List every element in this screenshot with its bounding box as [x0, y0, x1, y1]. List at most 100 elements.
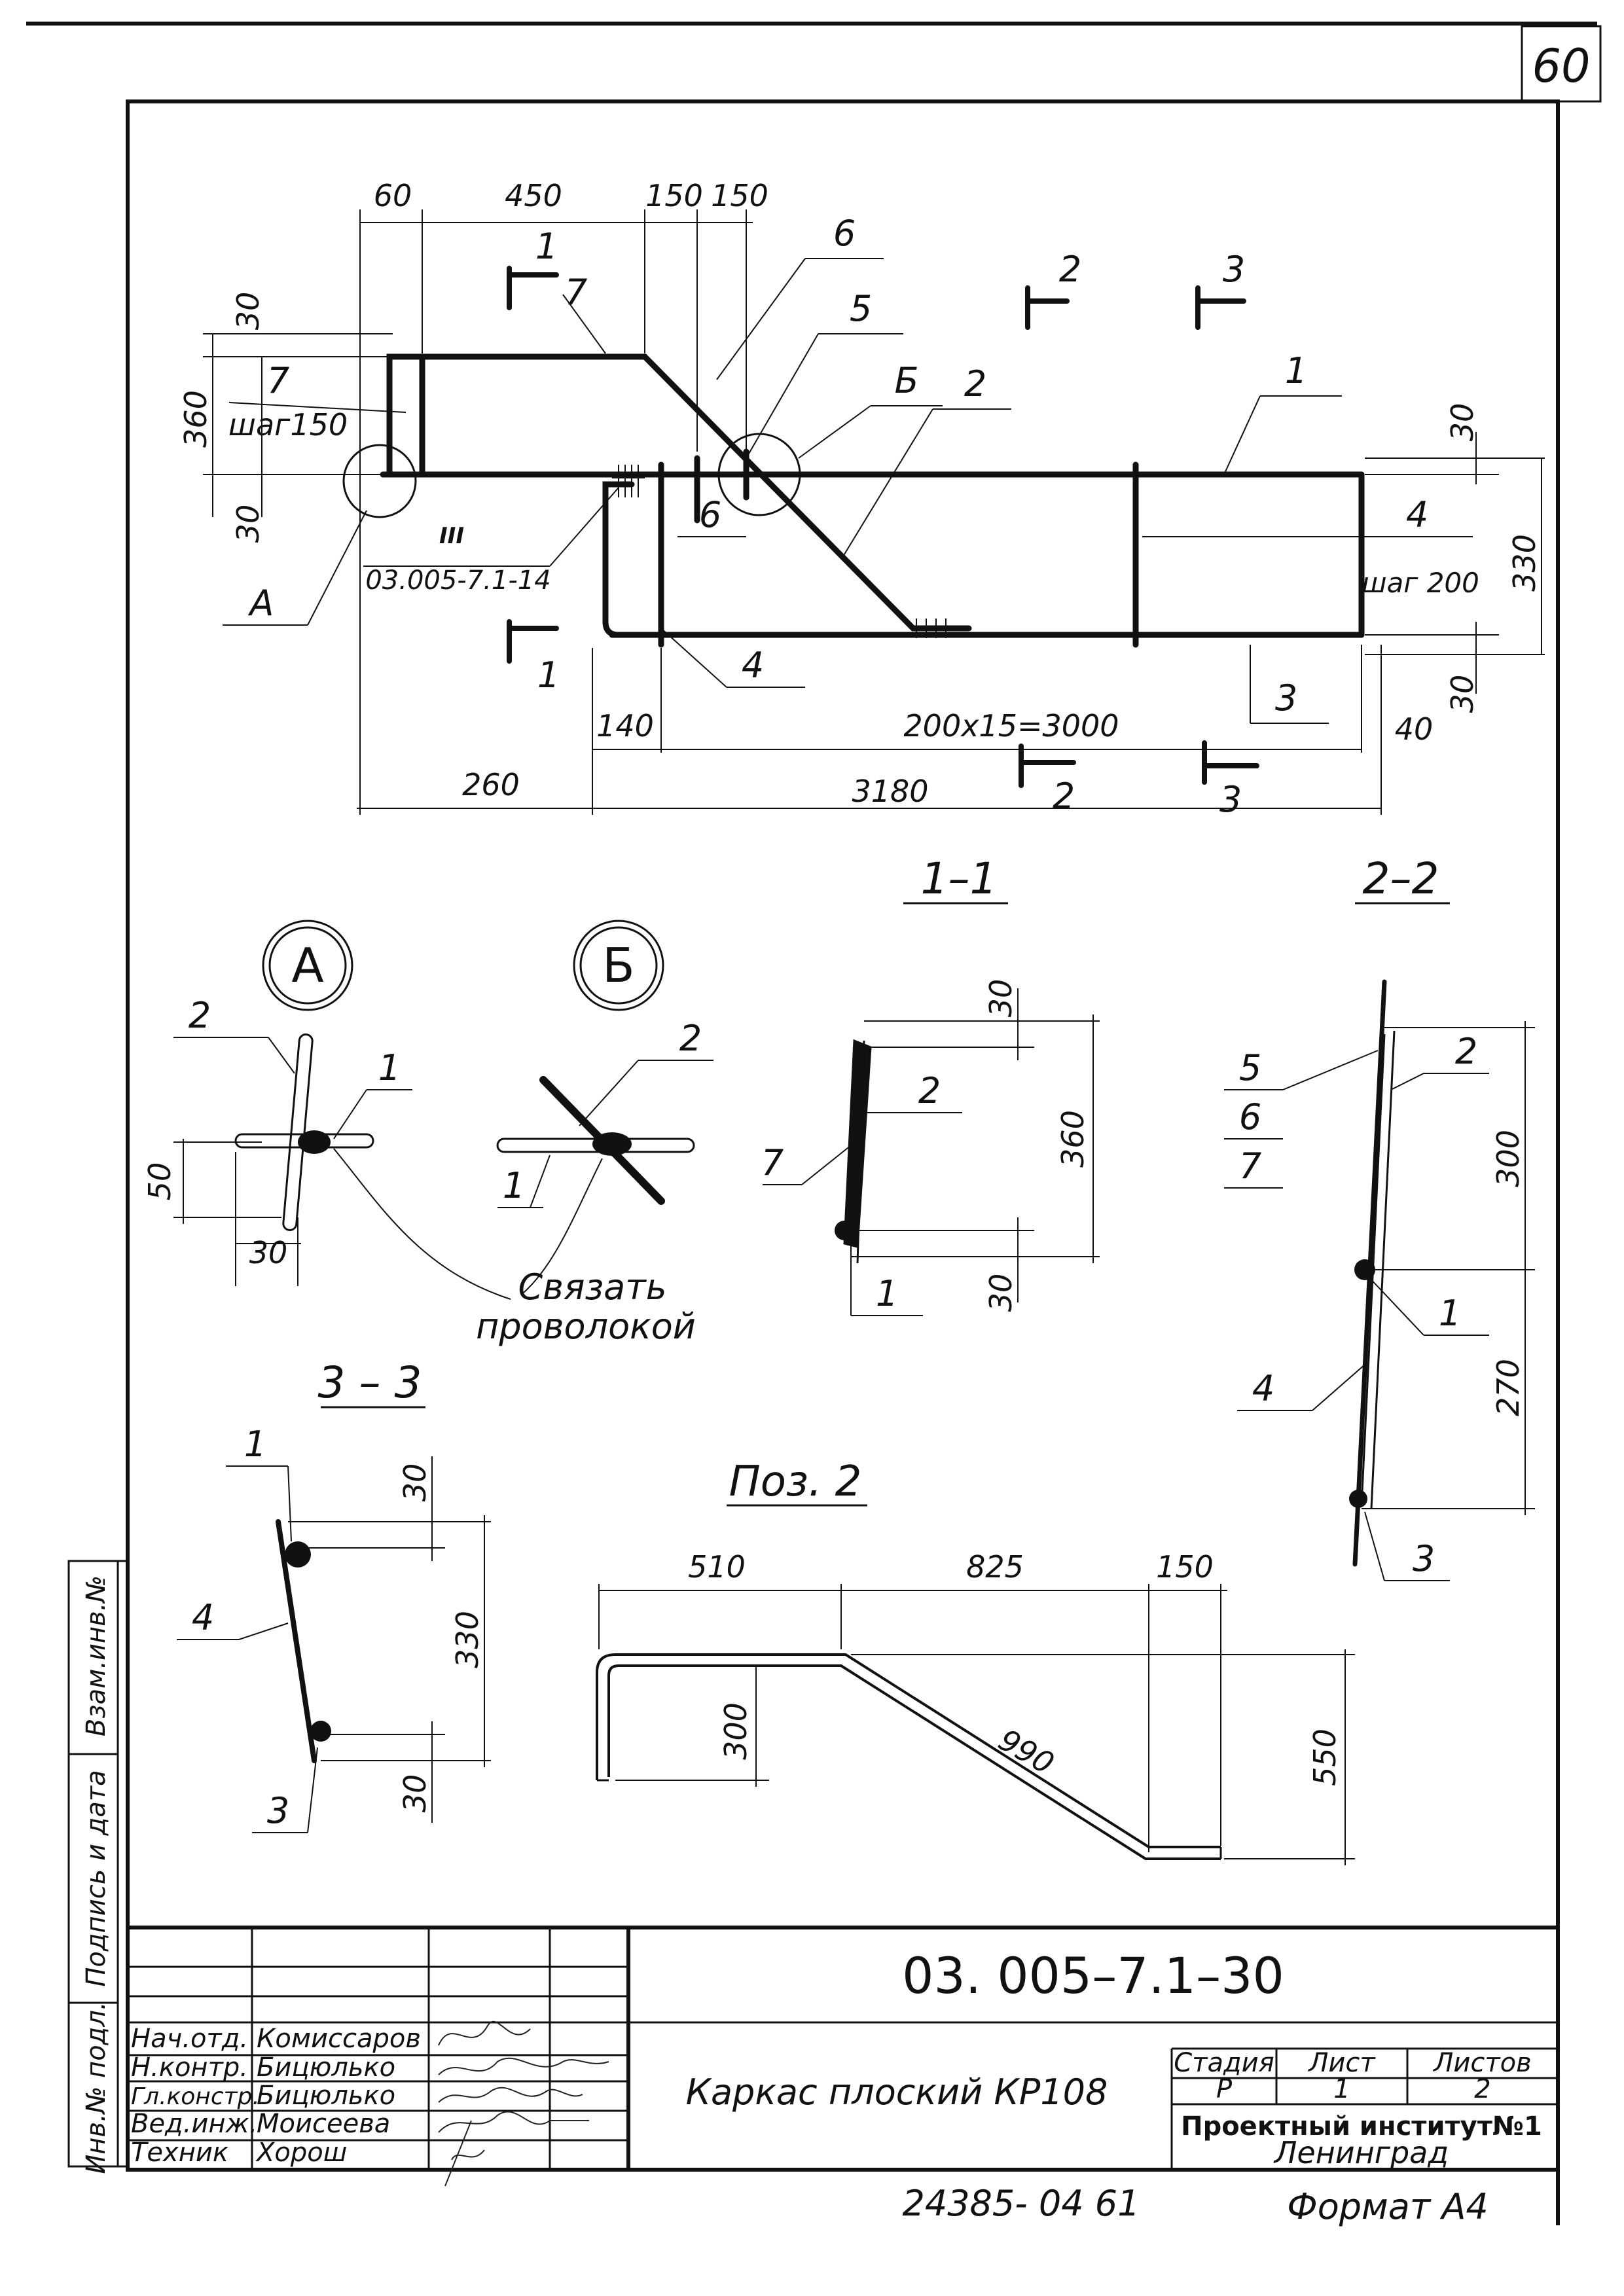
- stamp-field-2: Подпись и дата: [81, 1770, 111, 1986]
- label-6-top: 6: [833, 213, 856, 254]
- section-2-2-label-4: 4: [1252, 1368, 1274, 1409]
- section-2-2-label-5: 5: [1239, 1047, 1261, 1088]
- dim-bottom-140: 140: [596, 708, 654, 744]
- drawing-title: Каркас плоский КР108: [686, 2072, 1108, 2113]
- role-2: Гл.констр.: [131, 2083, 260, 2110]
- reference-text: 03.005-7.1-14: [365, 565, 550, 596]
- role-0: Нач.отд.: [131, 2024, 248, 2054]
- label-5: 5: [850, 288, 872, 329]
- dim-top-150a: 150: [645, 178, 703, 213]
- label-6-low: 6: [699, 494, 721, 535]
- section-3-3: 3 – 3 30 330 30 1 4 3: [177, 1357, 491, 1833]
- detail-a-label-1: 1: [378, 1047, 401, 1088]
- dim-right-330: 330: [1507, 534, 1542, 592]
- label-1: 1: [1285, 350, 1307, 391]
- title-block: 03. 005–7.1–30 Каркас плоский КР108 Стад…: [128, 1926, 1558, 2187]
- dim-right-40: 40: [1395, 711, 1434, 747]
- org-line-1: Проектный институт№1: [1181, 2111, 1542, 2142]
- sheet-number: 60: [1532, 39, 1590, 93]
- section-3-3-dim-330: 330: [450, 1611, 485, 1668]
- detail-a-label-2: 2: [189, 995, 211, 1036]
- name-3: Моисеева: [257, 2109, 390, 2139]
- section-mark-1-top: 1: [535, 226, 558, 267]
- section-3-3-label-1: 1: [244, 1424, 266, 1465]
- label-7: 7: [267, 360, 289, 401]
- section-2-2-dim-270: 270: [1490, 1359, 1526, 1416]
- section-1-1: 1–1 30 360 30 2 7 1: [761, 853, 1100, 1316]
- section-mark-2-top: 2: [1059, 249, 1081, 290]
- stamp-field-3: Взам.инв.№: [81, 1575, 111, 1736]
- sheet-header: Лист: [1307, 2048, 1376, 2078]
- section-mark-3-top: 3: [1223, 249, 1245, 290]
- dim-top-60: 60: [374, 178, 412, 213]
- bar-2: [419, 353, 972, 632]
- label-7-top: 7: [565, 272, 587, 313]
- section-2-2-label-2: 2: [1455, 1031, 1477, 1072]
- name-4: Хорош: [255, 2138, 347, 2168]
- signatures: [438, 2020, 609, 2187]
- dim-bottom-260: 260: [462, 767, 520, 802]
- detail-a-dim-50: 50: [142, 1162, 177, 1201]
- section-3-3-label-3: 3: [267, 1790, 289, 1831]
- label-3: 3: [1275, 677, 1297, 719]
- section-1-1-label-1: 1: [876, 1273, 898, 1314]
- label-4-right: 4: [1406, 494, 1428, 535]
- section-3-3-label-4: 4: [192, 1597, 214, 1638]
- name-0: Комиссаров: [257, 2024, 421, 2054]
- pos2-dim-510: 510: [688, 1549, 746, 1585]
- label-2: 2: [964, 363, 986, 404]
- dim-top-150b: 150: [711, 178, 768, 213]
- section-2-2-dim-300: 300: [1490, 1130, 1526, 1187]
- ref-mark: III: [439, 523, 464, 549]
- section-1-1-label-2: 2: [918, 1070, 941, 1111]
- section-2-2-label-6: 6: [1239, 1096, 1261, 1138]
- detail-a-title: А: [291, 938, 323, 993]
- archive-number: 24385- 04 61: [902, 2183, 1140, 2224]
- role-4: Техник: [131, 2138, 228, 2168]
- section-3-3-dim-30b: 30: [397, 1774, 433, 1813]
- format-label: Формат А4: [1287, 2186, 1489, 2227]
- section-1-1-dim-30b: 30: [983, 1274, 1019, 1312]
- section-2-2-title: 2–2: [1363, 853, 1439, 904]
- stamp-field-1: Инв.№ подл.: [81, 2001, 111, 2174]
- section-mark-2-bottom: 2: [1053, 776, 1075, 817]
- pos2-title: Поз. 2: [729, 1458, 862, 1506]
- detail-b: Б 2 1 Связать проволокой: [333, 920, 713, 1347]
- stage-header: Стадия: [1174, 2048, 1274, 2078]
- dim-right-30b: 30: [1445, 675, 1480, 713]
- dim-left-30a: 30: [230, 292, 266, 331]
- section-mark-1-bottom: 1: [537, 655, 560, 696]
- section-2-2-label-1: 1: [1439, 1293, 1461, 1334]
- section-3-3-dim-30a: 30: [397, 1463, 433, 1502]
- side-stamp: Инв.№ подл. Подпись и дата Взам.инв.№: [67, 1560, 129, 2174]
- dim-top-450: 450: [505, 178, 562, 213]
- sheet-value: 1: [1333, 2074, 1350, 2104]
- pos2-dim-550: 550: [1307, 1729, 1343, 1786]
- bar-7-frame: [386, 353, 425, 478]
- section-2-2-label-3: 3: [1413, 1538, 1435, 1579]
- section-2-2-label-7: 7: [1239, 1145, 1261, 1187]
- detail-a-dim-30: 30: [249, 1235, 288, 1270]
- name-2: Бицюлько: [257, 2081, 395, 2111]
- spacing-7: шаг150: [228, 407, 348, 442]
- tie-note-line1: Связать: [518, 1266, 666, 1308]
- pos2-dim-990: 990: [992, 1722, 1060, 1782]
- sheet-frame: [26, 22, 1602, 2225]
- dim-right-30a: 30: [1445, 403, 1480, 442]
- sheets-header: Листов: [1432, 2048, 1531, 2078]
- node-a-label: А: [248, 583, 274, 624]
- dim-left-360: 360: [178, 390, 213, 448]
- section-3-3-title: 3 – 3: [318, 1357, 422, 1408]
- label-4-bottom: 4: [742, 645, 764, 686]
- bar-4-left: [602, 481, 635, 638]
- detail-b-title: Б: [602, 938, 634, 993]
- pos2-dim-300: 300: [718, 1702, 753, 1760]
- section-1-1-label-7: 7: [761, 1142, 784, 1183]
- role-1: Н.контр.: [131, 2053, 248, 2083]
- name-1: Бицюлько: [257, 2053, 395, 2083]
- pos2-dim-150: 150: [1156, 1549, 1214, 1585]
- pos2-detail: Поз. 2 510 825 150 300 990 550: [596, 1458, 1355, 1865]
- org-line-2: Ленинград: [1273, 2135, 1449, 2170]
- sheets-value: 2: [1474, 2074, 1490, 2104]
